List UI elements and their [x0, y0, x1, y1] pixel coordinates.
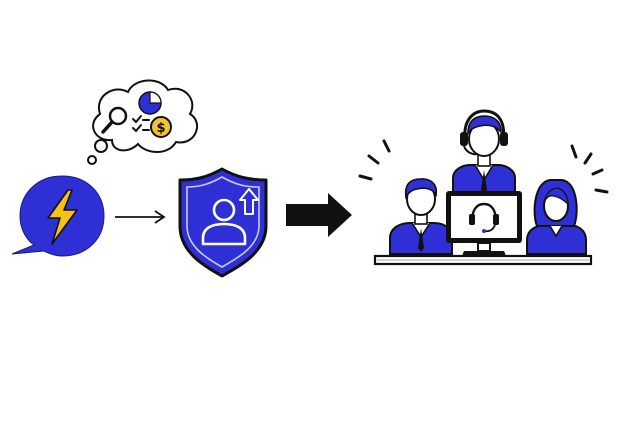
- dollar-coin-icon: $: [150, 116, 172, 138]
- pie-chart-icon: [138, 91, 162, 115]
- monitor-with-headset: [446, 191, 522, 256]
- desk: [373, 254, 593, 266]
- excitement-lines: [358, 139, 609, 194]
- monitor-headset-icon: [469, 202, 499, 233]
- support-agent-headset: [452, 109, 516, 197]
- user-outline-icon: [201, 198, 247, 246]
- magnifier-icon: [101, 106, 128, 134]
- lightning-bolt-icon: [47, 189, 78, 245]
- checklist-icon: [132, 115, 150, 133]
- upgrade-arrow-icon: [239, 188, 259, 215]
- thought-cloud-analytics-icon: $: [87, 79, 198, 165]
- flow-arrow-bold: [286, 193, 352, 237]
- team-member-man: [389, 178, 453, 255]
- dollar-sign: $: [156, 121, 165, 136]
- team-member-woman: [526, 179, 587, 255]
- shield-user-upgrade-icon: [178, 167, 268, 278]
- support-team-icon: [358, 109, 609, 266]
- chat-bubble-bolt-icon: [11, 175, 105, 257]
- headset-icon: [463, 109, 506, 141]
- flow-arrow-thin: [115, 210, 166, 224]
